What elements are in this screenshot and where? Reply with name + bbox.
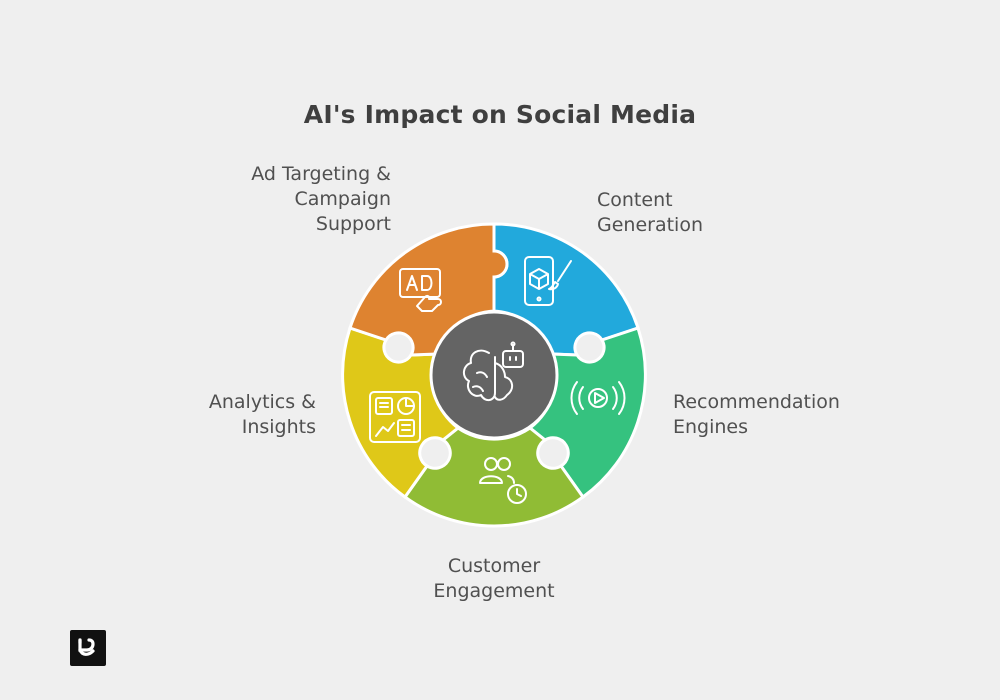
label-analytics-insights: Analytics & Insights xyxy=(208,391,316,438)
users-clock-icon xyxy=(479,457,527,504)
label-content-generation: Content Generation xyxy=(597,189,703,236)
ai-brain-robot-icon xyxy=(463,341,524,401)
label-customer-engagement: Customer Engagement xyxy=(433,555,555,602)
label-ad-targeting: Ad Targeting & Campaign Support xyxy=(251,163,391,235)
broadcast-play-icon xyxy=(570,381,626,415)
segment-recommendation-engines xyxy=(527,326,647,500)
phone-cube-brush-icon xyxy=(524,256,572,306)
ad-click-icon xyxy=(399,268,442,312)
dashboard-icon xyxy=(369,391,421,443)
brand-logo-icon xyxy=(70,630,106,666)
diagram-title: AI's Impact on Social Media xyxy=(303,100,697,129)
label-recommendation-engines: Recommendation Engines xyxy=(673,391,840,438)
